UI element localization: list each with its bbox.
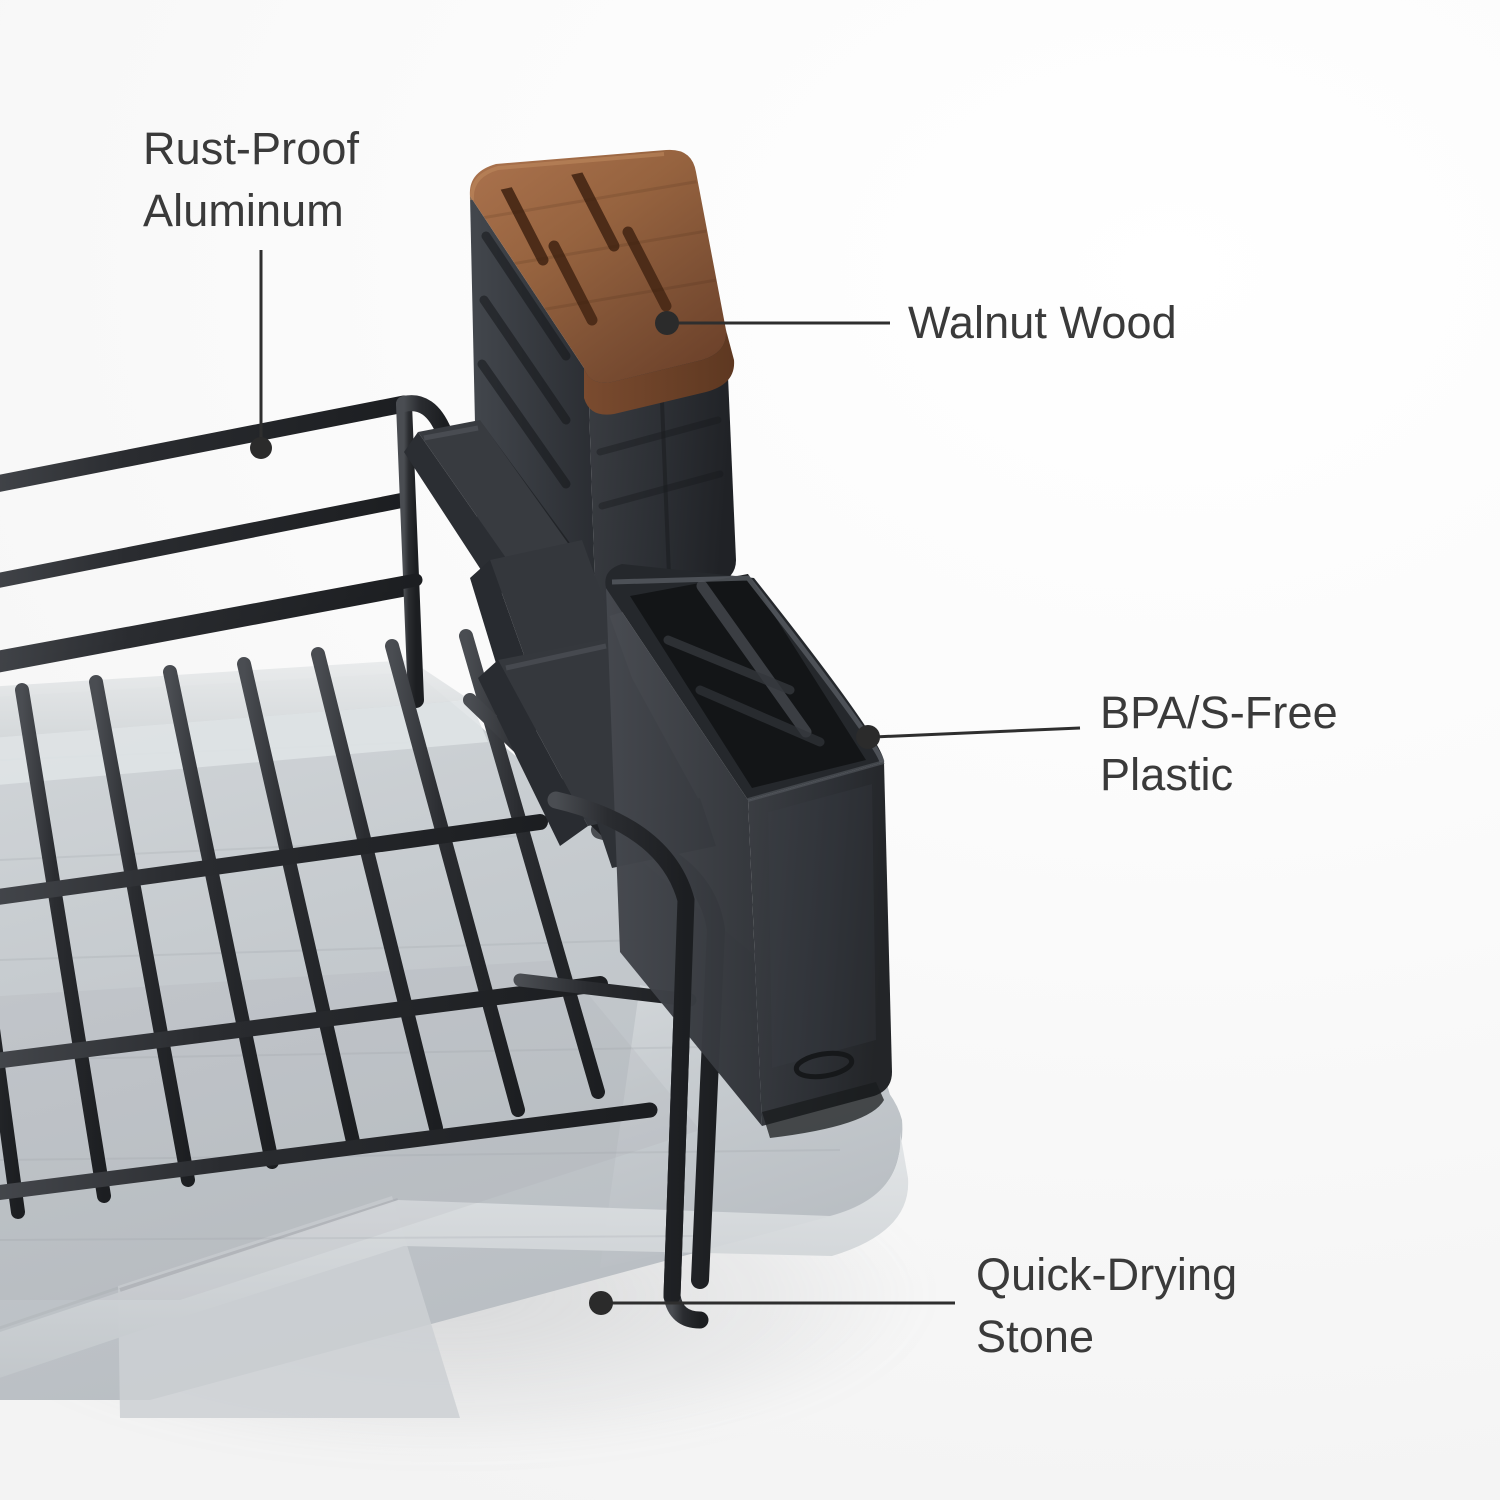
leader-dot-walnut-wood [655, 311, 679, 335]
callout-label-rust-proof-aluminum: Rust-Proof Aluminum [143, 123, 360, 236]
leader-walnut-wood [655, 311, 890, 335]
utensil-caddy [605, 564, 892, 1138]
callout-label-quick-drying-stone: Quick-Drying Stone [976, 1249, 1238, 1362]
plate-slot-rods [0, 629, 605, 1219]
callout-label-bpa-s-free-plastic: BPA/S-Free Plastic [1100, 687, 1338, 800]
leader-rust-proof-aluminum [250, 250, 272, 459]
callout-label-walnut-wood: Walnut Wood [908, 297, 1177, 348]
callout-walnut-wood: Walnut Wood [908, 292, 1328, 354]
leader-dot-bpa-s-free-plastic [856, 725, 880, 749]
leader-dot-quick-drying-stone [589, 1291, 613, 1315]
callout-bpa-s-free-plastic: BPA/S-Free Plastic [1100, 682, 1430, 806]
knife-slots [470, 166, 726, 326]
callout-quick-drying-stone: Quick-Drying Stone [976, 1244, 1336, 1368]
caddy-drain-hole [793, 1050, 855, 1080]
front-frame-leg [547, 791, 695, 1305]
leader-quick-drying-stone [589, 1291, 955, 1315]
leader-dot-rust-proof-aluminum [250, 437, 272, 459]
tray-ledge [0, 660, 488, 785]
callout-rust-proof-aluminum: Rust-Proof Aluminum [143, 118, 463, 242]
caddy-dividers [663, 580, 825, 747]
leader-bpa-s-free-plastic [856, 725, 1081, 749]
